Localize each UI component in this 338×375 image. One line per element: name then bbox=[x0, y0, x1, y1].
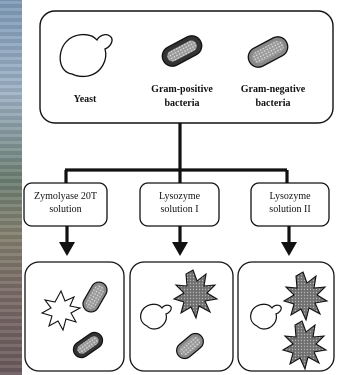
gram-positive-label: Gram-positive bacteria bbox=[124, 83, 240, 111]
treatment-label-zymolyase: Zymolyase 20T solution bbox=[24, 190, 107, 216]
down-arrow-icon bbox=[281, 226, 297, 256]
down-arrow-icon bbox=[59, 226, 75, 256]
connector-lines bbox=[65, 123, 287, 183]
treatment-label-lysozyme-2: Lysozyme solution II bbox=[251, 190, 329, 216]
yeast-label: Yeast bbox=[62, 94, 108, 105]
down-arrow-icon bbox=[172, 226, 188, 256]
gram-negative-label: Gram-negative bacteria bbox=[232, 83, 314, 111]
treatment-label-lysozyme-1: Lysozyme solution I bbox=[140, 190, 219, 216]
